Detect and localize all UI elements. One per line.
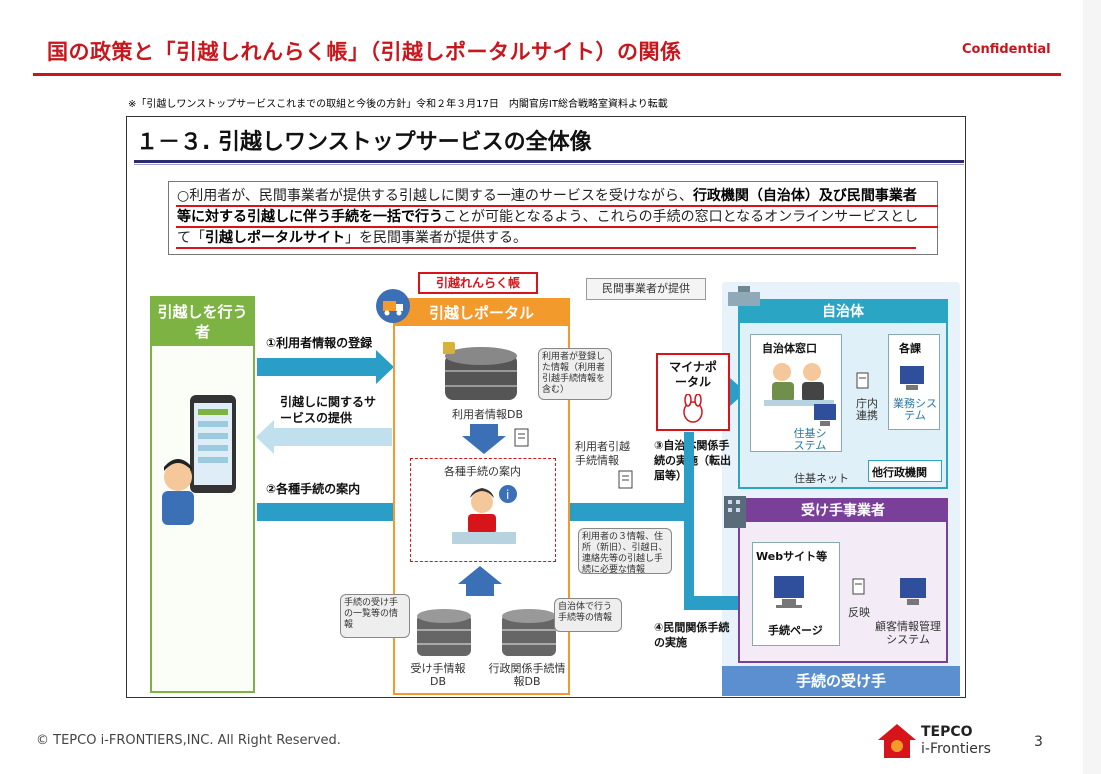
flow-private-proc-label: ④民間関係手続の実施 <box>654 621 730 649</box>
logo-text-bottom: i-Frontiers <box>921 741 991 757</box>
section-label: 各課 <box>899 342 921 355</box>
vendor-title: 受け手事業者 <box>740 500 946 522</box>
juki-computer-icon <box>814 404 836 426</box>
truck-icon <box>376 289 410 323</box>
website-label: Webサイト等 <box>756 550 828 563</box>
internal-link-label: 庁内連携 <box>856 397 878 422</box>
muni-window-label: 自治体窓口 <box>762 342 817 355</box>
register-arrow <box>257 358 377 376</box>
receiver-db-icon <box>417 609 471 656</box>
confidential-label: Confidential <box>962 42 1051 57</box>
office-building-icon <box>724 496 746 528</box>
tepco-logo-icon <box>878 724 916 758</box>
biz-computer-icon <box>900 366 924 390</box>
figure-title: １－３. 引越しワンストップサービスの全体像 <box>136 130 592 155</box>
summary-text-2: ことが可能となるよう、これらの手続の窓口となるオンラインサービスとして「 <box>177 209 919 246</box>
page-number: 3 <box>1034 734 1043 750</box>
mynaportal-label: マイナポータル <box>669 360 717 389</box>
user-db-label: 利用者情報DB <box>452 408 524 421</box>
summary-text-1: ○利用者が、民間事業者が提供する引越しに関する一連のサービスを受けながら、 <box>177 188 693 204</box>
proc-page-label: 手続ページ <box>768 624 823 637</box>
juki-net-label: 住基ネット <box>794 472 849 485</box>
figure-title-rule-thin <box>134 164 964 165</box>
muni-window-box <box>750 334 842 452</box>
portal-title: 引越しポータル <box>395 300 568 326</box>
user-panel-title: 引越しを行う者 <box>152 298 253 346</box>
receiver-db-label: 受け手情報DB <box>410 662 466 688</box>
renrakucho-badge: 引越れんらく帳 <box>418 272 538 294</box>
biz-system-label: 業務システム <box>893 397 937 422</box>
website-computer-icon <box>774 576 804 608</box>
document-icon-3 <box>856 372 869 389</box>
city-hall-icon <box>728 286 760 306</box>
register-arrow-head <box>376 350 394 384</box>
up-arrow <box>458 566 502 596</box>
provider-note: 民間事業者が提供 <box>586 278 706 300</box>
move-info-label: 利用者引越手続情報 <box>575 440 630 467</box>
mascot-icon <box>683 394 703 423</box>
private-proc-arrow <box>684 596 744 610</box>
procedure-receiver-banner: 手続の受け手 <box>722 666 960 696</box>
municipality-title: 自治体 <box>740 301 946 323</box>
admin-db-note: 自治体で行う手続等の情報 <box>554 598 622 632</box>
document-icon-2 <box>618 470 633 489</box>
user-db-note: 利用者が登録した情報（利用者引越手続情報を含む） <box>538 348 612 400</box>
info-note: 利用者の３情報、住所（新旧）、引越日、連絡先等の引越し手続に必要な情報 <box>578 528 672 575</box>
summary-underline-1 <box>176 205 938 207</box>
service-arrow <box>274 428 392 446</box>
summary-underline-3 <box>176 247 916 249</box>
admin-db-label: 行政関係手続情報DB <box>488 662 566 688</box>
down-arrow-1 <box>462 424 506 454</box>
juki-system-label: 住基システム <box>793 427 827 452</box>
summary-box: ○利用者が、民間事業者が提供する引越しに関する一連のサービスを受けながら、行政機… <box>168 181 938 255</box>
guide-box-label: 各種手続の案内 <box>444 465 521 478</box>
document-icon-4 <box>852 578 865 595</box>
right-scroll-area <box>1083 0 1101 774</box>
source-note: ※「引越しワンストップサービスこれまでの取組と今後の方針」令和２年３月17日 内… <box>128 99 668 110</box>
flow-service-label: 引越しに関するサービスの提供 <box>280 395 377 425</box>
svg-text:i: i <box>506 488 509 502</box>
service-arrow-head <box>256 420 274 454</box>
logo-text-top: TEPCO <box>921 724 973 740</box>
reflect-label: 反映 <box>848 606 870 619</box>
crm-computer-icon <box>900 578 926 605</box>
copyright: © TEPCO i-FRONTIERS,INC. All Right Reser… <box>36 733 341 748</box>
other-gov-box <box>868 460 942 482</box>
other-gov-label: 他行政機関 <box>872 466 927 479</box>
slide-title: 国の政策と「引越しれんらく帳」（引越しポータルサイト）の関係 <box>47 40 682 64</box>
admin-db-icon <box>502 609 556 656</box>
vertical-connector <box>684 432 694 608</box>
summary-text-3: 」を民間事業者が提供する。 <box>345 230 527 246</box>
title-underline <box>33 73 1061 76</box>
crm-label: 顧客情報管理システム <box>875 620 941 646</box>
figure-title-rule <box>134 160 964 163</box>
user-db-icon <box>443 342 517 400</box>
flow-register-label: ①利用者情報の登録 <box>266 336 373 350</box>
summary-underline-2 <box>176 226 938 228</box>
flow-muni-proc-label: ③自治体関係手続の実施（転出届等） <box>654 439 731 482</box>
operator-illustration: i <box>452 485 517 544</box>
document-icon-1 <box>514 428 529 447</box>
summary-bold-1: 行政機関（自治体）及び民間事業者等に対する引越しに伴う手続を一括で行う <box>177 188 917 225</box>
flow-guide-label: ②各種手続の案内 <box>266 482 361 496</box>
summary-bold-2: 引越しポータルサイト <box>205 230 345 246</box>
receiver-db-note: 手続の受け手の一覧等の情報 <box>340 594 410 638</box>
counter-staff-illustration <box>764 363 834 406</box>
user-with-phone-illustration <box>162 395 236 525</box>
